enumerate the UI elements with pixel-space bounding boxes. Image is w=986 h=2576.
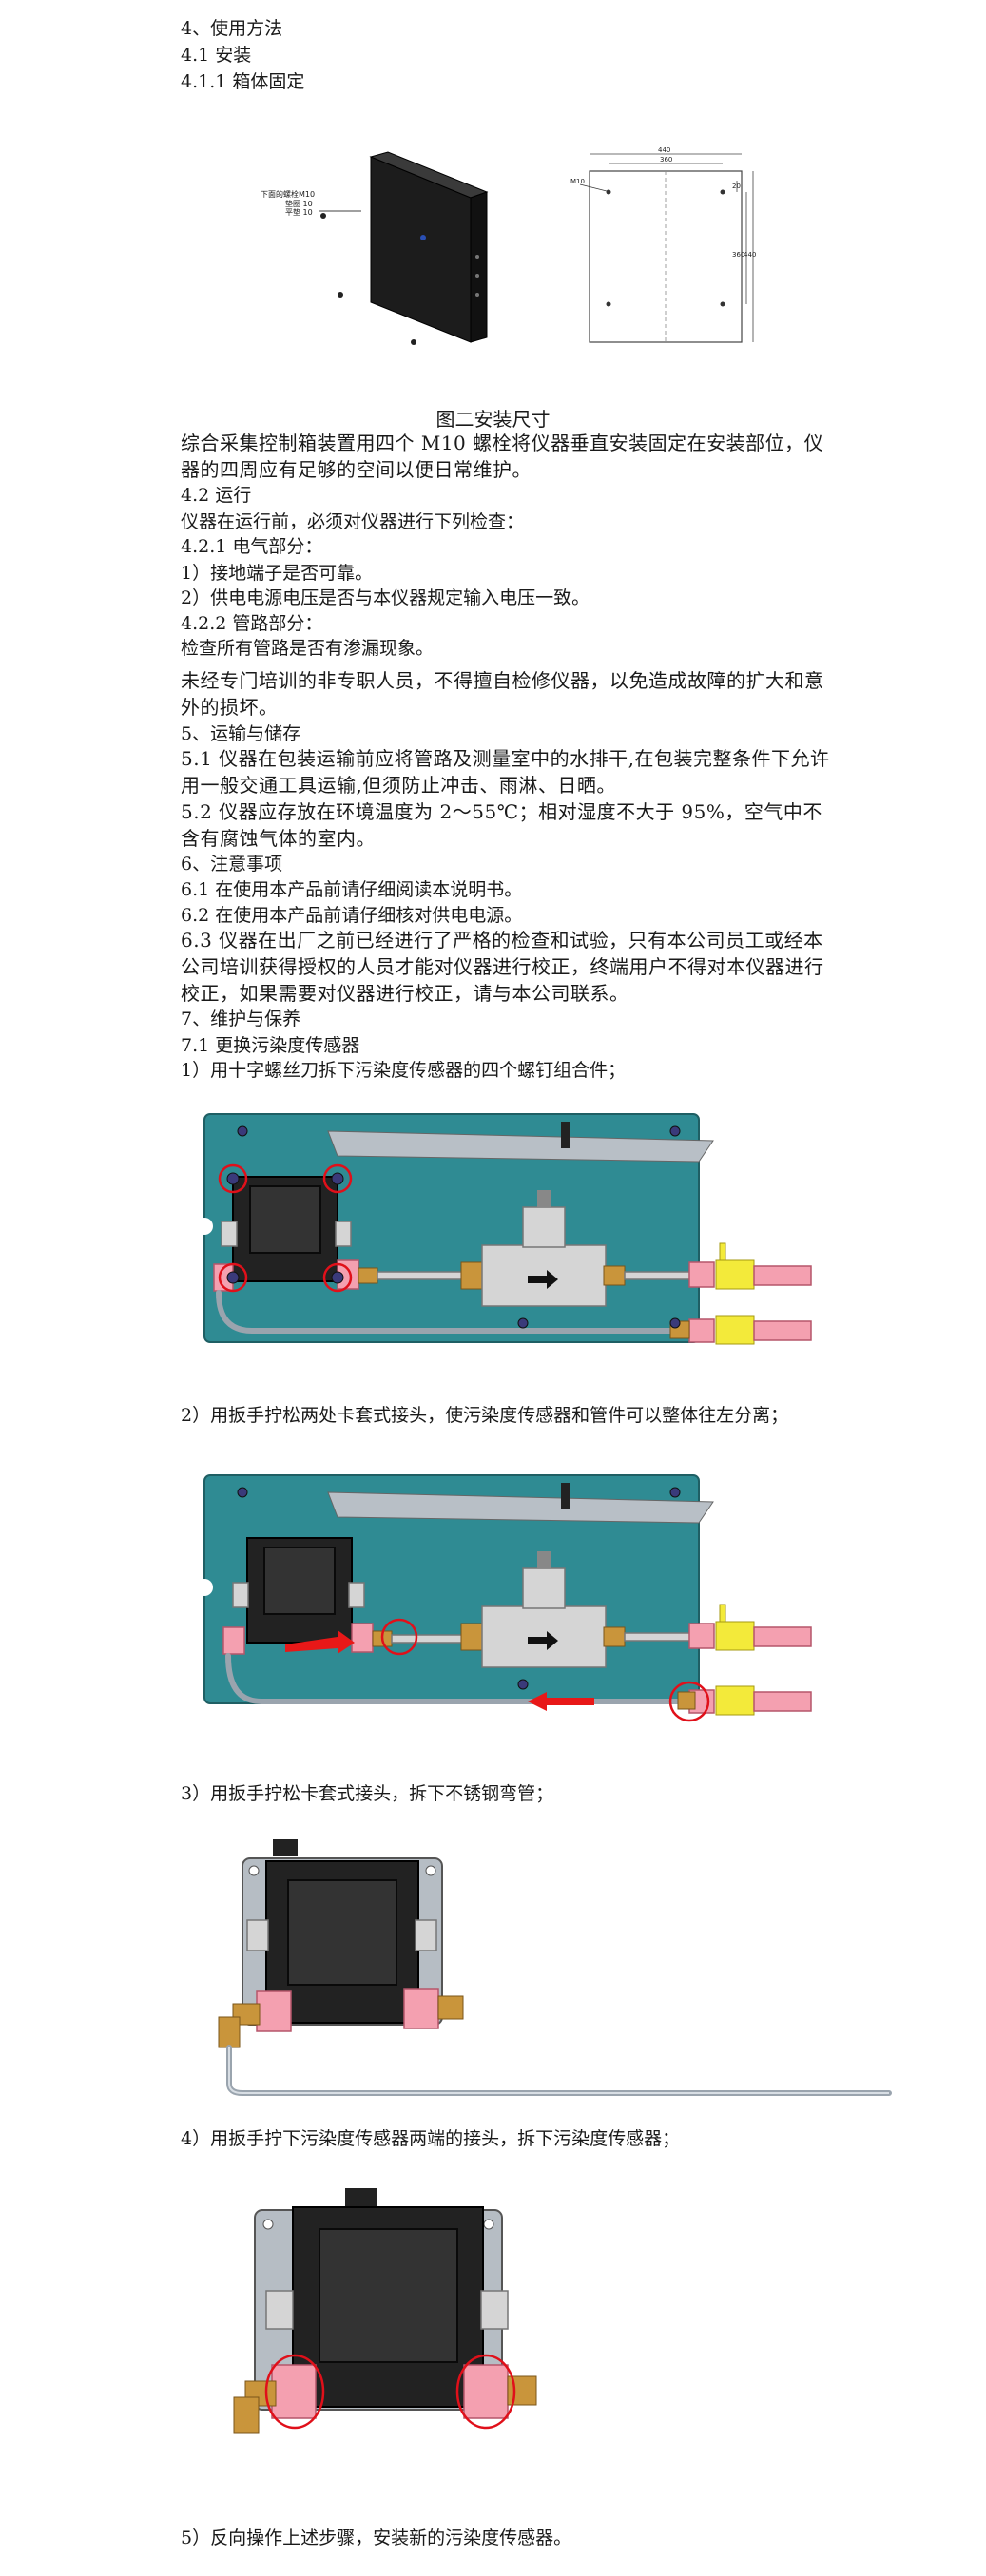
dim-hole-size: M10 [570,178,585,185]
section-7-1-heading: 7.1 更换污染度传感器 [181,1035,360,1056]
callout-washer-a: 垫圈 10 [285,200,313,208]
callout-bolt: 下面的螺栓M10 [261,190,316,199]
step-5: 5）反向操作上述步骤，安装新的污染度传感器。 [181,2528,572,2548]
section-4-2-2-heading: 4.2.2 管路部分： [181,613,323,634]
sensor-removal-photo [233,2188,537,2434]
transport-paragraph: 5.1 仪器在包装运输前应将管路及测量室中的水排干,在包装完整条件下允许用一般交… [181,747,830,797]
step-4: 4）用扳手拧下污染度传感器两端的接头，拆下污染度传感器； [181,2128,681,2149]
sensor-assembly-photo-1 [196,1113,812,1345]
section-4-heading: 4、使用方法 [181,18,283,39]
warning-paragraph: 未经专门培训的非专职人员，不得擅自检修仪器，以免造成故障的扩大和意外的损坏。 [181,669,824,719]
sensor-assembly-photo-2 [196,1474,812,1722]
figure-caption: 图二安装尺寸 [435,408,551,431]
storage-paragraph: 5.2 仪器应存放在环境温度为 2～55℃；相对湿度不大于 95%，空气中不含有… [181,800,822,850]
step-3: 3）用扳手拧松卡套式接头，拆下不锈钢弯管； [181,1783,554,1804]
dim-top-offset: 20 [732,183,741,190]
pipe-check: 检查所有管路是否有渗漏现象。 [181,638,435,659]
section-6-heading: 6、注意事项 [181,854,283,875]
electrical-check-2: 2）供电电源电压是否与本仪器规定输入电压一致。 [181,587,590,608]
electrical-check-1: 1）接地端子是否可靠。 [181,563,374,584]
note-6-2: 6.2 在使用本产品前请仔细核对供电电源。 [181,905,523,926]
callout-washer-b: 平垫 10 [285,208,313,217]
dim-inner-width: 360 [660,156,673,163]
enclosure-3d-drawing [319,151,489,345]
dim-inner-height: 360 [732,251,745,259]
dim-total-width: 440 [658,146,671,154]
sensor-with-bent-pipe-photo [218,1839,892,2096]
section-7-heading: 7、维护与保养 [181,1009,301,1029]
section-5-heading: 5、运输与储存 [181,723,301,744]
step-2: 2）用扳手拧松两处卡套式接头，使污染度传感器和管件可以整体往左分离； [181,1405,789,1426]
note-6-3: 6.3 仪器在出厂之前已经进行了严格的检查和试验，只有本公司员工或经本公司培训获… [181,929,824,1005]
section-4-2-1-heading: 4.2.1 电气部分： [181,536,323,557]
run-check-intro: 仪器在运行前，必须对仪器进行下列检查： [181,511,525,532]
section-4-1-1-heading: 4.1.1 箱体固定 [181,71,305,92]
step-1: 1）用十字螺丝刀拆下污染度传感器的四个螺钉组合件； [181,1060,627,1081]
dim-total-height: 440 [744,251,757,259]
section-4-1-heading: 4.1 安装 [181,45,252,66]
mount-paragraph: 综合采集控制箱装置用四个 M10 螺栓将仪器垂直安装固定在安装部位，仪器的四周应… [181,432,824,481]
note-6-1: 6.1 在使用本产品前请仔细阅读本说明书。 [181,879,523,900]
section-4-2-heading: 4.2 运行 [181,485,252,506]
mounting-dimension-drawing [579,153,754,343]
